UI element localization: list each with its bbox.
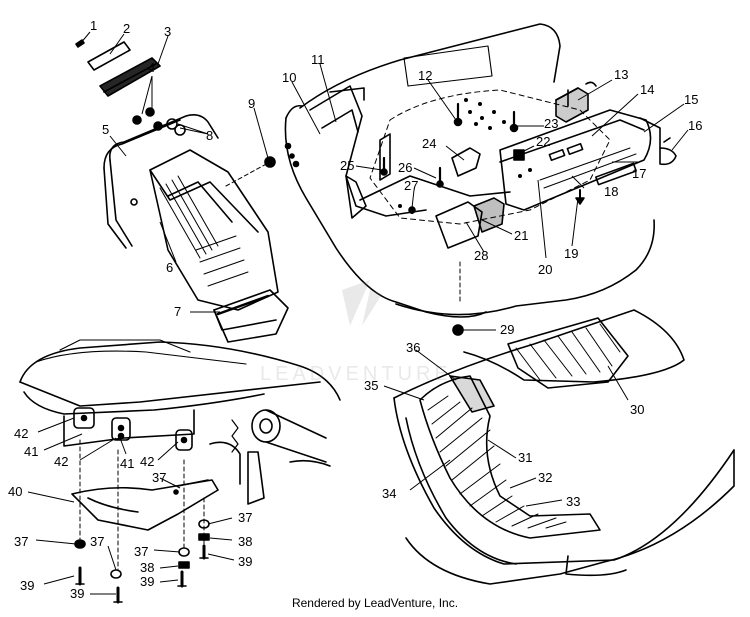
callout-39a: 39: [238, 554, 252, 569]
leader-lines: [27, 31, 689, 595]
callout-20: 20: [538, 262, 552, 277]
callout-33: 33: [566, 494, 580, 509]
callout-42a: 42: [14, 426, 28, 441]
mounting-assembly: [19, 339, 341, 604]
callout-19: 19: [564, 246, 578, 261]
callout-38b: 38: [140, 560, 154, 575]
callout-35: 35: [364, 378, 378, 393]
callout-37d: 37: [90, 534, 104, 549]
seat-liner-assembly: [393, 309, 735, 585]
callout-17: 17: [632, 166, 646, 181]
callout-42b: 42: [54, 454, 68, 469]
callout-10: 10: [282, 70, 296, 85]
callout-14: 14: [640, 82, 654, 97]
callout-5: 5: [102, 122, 109, 137]
callout-9: 9: [248, 96, 255, 111]
callout-22: 22: [536, 134, 550, 149]
callout-3: 3: [164, 24, 171, 39]
callout-41b: 41: [120, 456, 134, 471]
callout-39d: 39: [70, 586, 84, 601]
callout-30: 30: [630, 402, 644, 417]
callout-6: 6: [166, 260, 173, 275]
callout-4: 4: [148, 60, 155, 75]
callout-25: 25: [340, 158, 354, 173]
hood-assembly: [284, 23, 677, 336]
vent-assembly: [75, 39, 289, 343]
callout-31: 31: [518, 450, 532, 465]
callout-37a: 37: [152, 470, 166, 485]
callout-39c: 39: [20, 578, 34, 593]
callout-8: 8: [206, 128, 213, 143]
callout-32: 32: [538, 470, 552, 485]
callout-12: 12: [418, 68, 432, 83]
callout-15: 15: [684, 92, 698, 107]
callout-42c: 42: [140, 454, 154, 469]
callout-1: 1: [90, 18, 97, 33]
callout-36: 36: [406, 340, 420, 355]
callout-40: 40: [8, 484, 22, 499]
callout-7: 7: [174, 304, 181, 319]
callout-18: 18: [604, 184, 618, 199]
callout-13: 13: [614, 67, 628, 82]
watermark-text: LEADVENTURE: [260, 363, 452, 385]
callout-37c: 37: [14, 534, 28, 549]
callout-37e: 37: [134, 544, 148, 559]
credit-line: Rendered by LeadVenture, Inc.: [291, 596, 459, 610]
watermark-logo: LEADVENTURE: [260, 280, 452, 385]
callout-24: 24: [422, 136, 436, 151]
callout-41a: 41: [24, 444, 38, 459]
callout-38a: 38: [238, 534, 252, 549]
callout-11: 11: [311, 52, 325, 67]
callout-39b: 39: [140, 574, 154, 589]
callout-23: 23: [544, 116, 558, 131]
callout-26: 26: [398, 160, 412, 175]
callout-37b: 37: [238, 510, 252, 525]
callout-2: 2: [123, 21, 130, 36]
callout-29: 29: [500, 322, 514, 337]
callout-34: 34: [382, 486, 396, 501]
callout-21: 21: [514, 228, 528, 243]
callout-labels: 1 2 3 4 5 6 7 8 9 10 11 12 13 14 15 16 1…: [8, 18, 702, 601]
callout-16: 16: [688, 118, 702, 133]
callout-28: 28: [474, 248, 488, 263]
callout-27: 27: [404, 178, 418, 193]
